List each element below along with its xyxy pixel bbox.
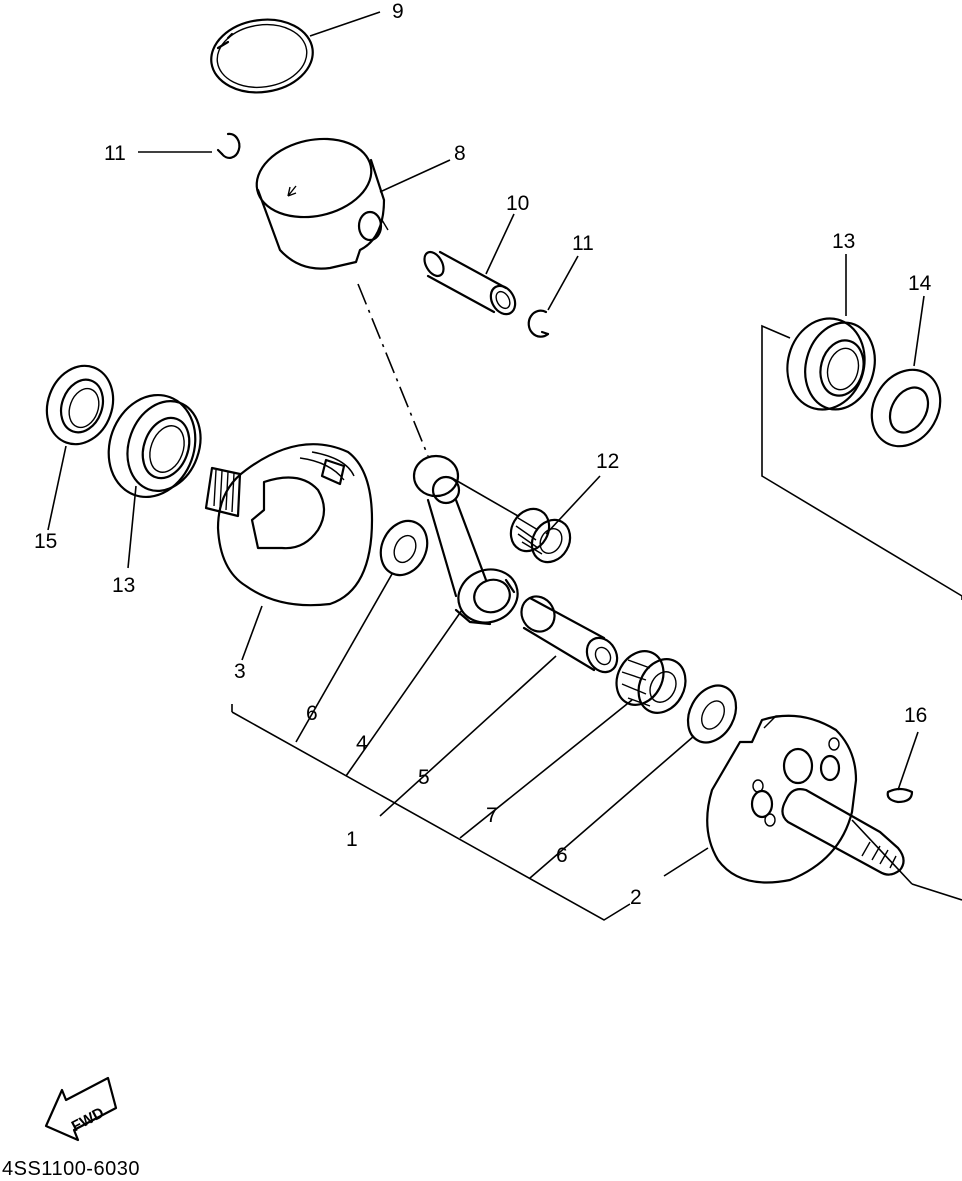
callout-13-right: 13 (832, 230, 855, 253)
connecting-rod (412, 454, 519, 626)
big-end-bearing (615, 650, 687, 714)
piston-axis-line (357, 283, 429, 457)
bearing-group-bracket (761, 324, 962, 600)
callout-7: 7 (486, 804, 498, 827)
callout-3: 3 (234, 660, 246, 683)
piston-pin (423, 250, 517, 316)
oil-seal (45, 364, 115, 446)
figure-code: 4SS1100-6030 (2, 1158, 140, 1180)
callout-11-upper: 11 (104, 142, 126, 165)
callout-12: 12 (596, 450, 619, 473)
callout-2: 2 (630, 886, 642, 909)
crank-left (204, 443, 374, 607)
callout-5: 5 (418, 766, 430, 789)
bearing-group-bracket-end (911, 883, 962, 901)
fwd-arrow-icon: FWD (44, 1076, 118, 1142)
callout-6-left: 6 (306, 702, 318, 725)
thrust-washer-right (686, 684, 738, 744)
small-end-axis-line (451, 477, 519, 517)
callout-9: 9 (392, 0, 404, 23)
bearing-left (107, 393, 202, 499)
callout-labels: 9 11 8 10 11 13 14 12 15 13 3 6 16 4 5 7… (34, 0, 932, 909)
crank-pin (520, 595, 619, 674)
crank-right (706, 714, 905, 884)
piston-ring (210, 18, 314, 94)
fwd-label: FWD (69, 1104, 107, 1135)
callout-16: 16 (904, 704, 927, 727)
callout-10: 10 (506, 192, 529, 215)
callout-4: 4 (356, 732, 368, 755)
callout-6-right: 6 (556, 844, 568, 867)
woodruff-key (886, 787, 914, 804)
callout-14: 14 (908, 272, 932, 295)
circlip-right (527, 309, 550, 338)
callout-11-right: 11 (572, 232, 594, 255)
callout-8: 8 (454, 142, 466, 165)
oil-seal-right (870, 368, 942, 448)
piston (255, 137, 389, 270)
thrust-washer-left (379, 519, 429, 577)
bearing-right (786, 317, 876, 411)
callout-13-left: 13 (112, 574, 135, 597)
small-end-bearing (509, 507, 572, 564)
leader-lines (47, 11, 925, 879)
circlip-upper (216, 132, 241, 159)
callout-1: 1 (346, 828, 358, 851)
callout-15: 15 (34, 530, 57, 553)
crankshaft-assembly-bracket (231, 704, 631, 921)
